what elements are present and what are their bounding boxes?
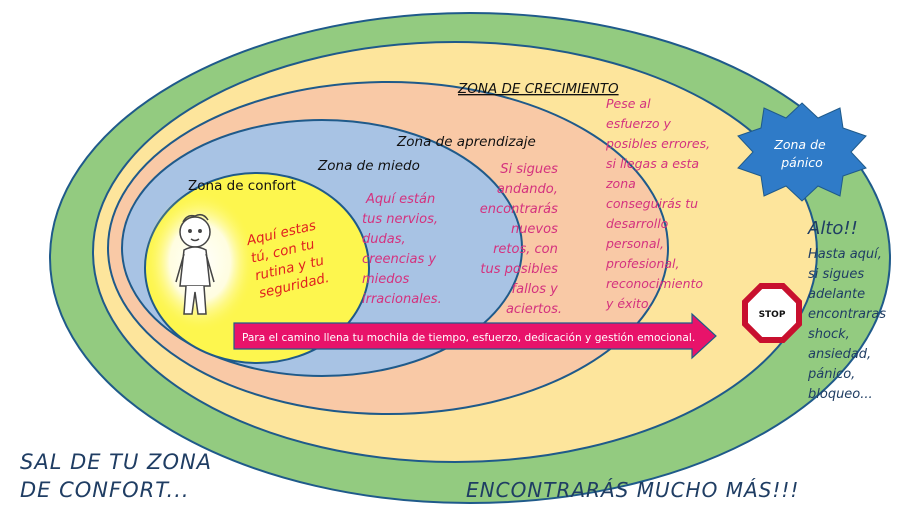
- learning-zone-title: Zona de aprendizaje: [396, 134, 536, 150]
- growth-zone-text: Pese al esfuerzo y posibles errores, si …: [605, 96, 714, 311]
- fear-zone-text: Aquí están tus nervios, dudas, creencias…: [362, 192, 442, 307]
- stop-sign-label: STOP: [759, 310, 786, 320]
- footer-right-text: ENCONTRARÁS MUCHO MÁS!!!: [466, 478, 799, 502]
- panic-zone-text: Hasta aquí, si sigues adelante encontrar…: [807, 247, 890, 402]
- learning-zone-text: Si sigues andando, encontrarás nuevos re…: [480, 162, 562, 317]
- panic-alert-text: Alto!!: [807, 218, 858, 239]
- fear-zone-title: Zona de miedo: [317, 158, 420, 174]
- panic-star-icon: [737, 102, 867, 202]
- panic-zone-title: Zona de pánico: [773, 137, 829, 170]
- stop-sign-icon: [742, 283, 802, 343]
- footer-left-text: SAL DE TU ZONA DE CONFORT...: [20, 450, 220, 502]
- comfort-zone-title: Zona de confort: [188, 178, 296, 194]
- arrow-text: Para el camino llena tu mochila de tiemp…: [242, 332, 695, 344]
- growth-zone-title: ZONA DE CRECIMIENTO: [457, 81, 619, 97]
- person-figure: [175, 213, 215, 315]
- progress-arrow: [233, 312, 717, 360]
